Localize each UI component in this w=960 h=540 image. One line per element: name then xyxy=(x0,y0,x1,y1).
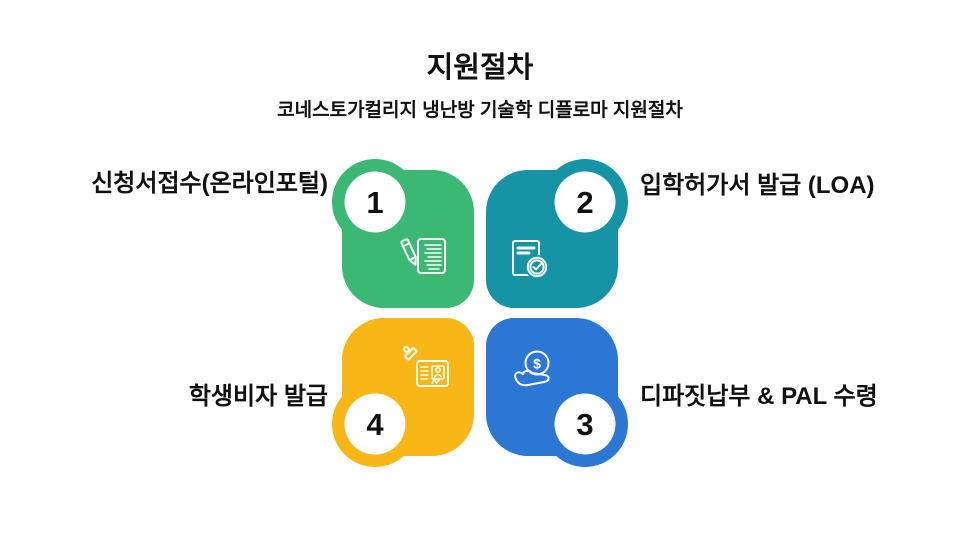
application-form-icon xyxy=(400,238,446,274)
step-2-label: 입학허가서 발급 (LOA) xyxy=(640,172,875,199)
hand-coin-icon: $ xyxy=(514,350,550,387)
step-3-number: 3 xyxy=(576,407,593,442)
header: 지원절차 코네스토가컬리지 냉난방 기술학 디플로마 지원절차 xyxy=(0,44,960,122)
id-card-stamp-icon xyxy=(403,346,449,387)
process-flower-diagram: 1 2 3 4 $ xyxy=(332,159,628,467)
page-title: 지원절차 xyxy=(426,52,534,84)
step-4-label: 학생비자 발급 xyxy=(188,383,328,410)
step-4-number-circle xyxy=(344,393,406,455)
step-2-number-circle xyxy=(554,171,616,233)
document-check-icon xyxy=(512,240,549,279)
step-1-number-circle xyxy=(344,171,406,233)
step-4-number: 4 xyxy=(366,407,384,442)
step-3-label: 디파짓납부 & PAL 수령 xyxy=(640,383,878,410)
step-2-number: 2 xyxy=(576,185,593,220)
step-1-label: 신청서접수(온라인포털) xyxy=(91,170,328,197)
dollar-sign: $ xyxy=(533,356,541,372)
step-3-number-circle xyxy=(554,393,616,455)
step-1-number: 1 xyxy=(366,185,383,220)
page-subtitle: 코네스토가컬리지 냉난방 기술학 디플로마 지원절차 xyxy=(277,100,683,121)
